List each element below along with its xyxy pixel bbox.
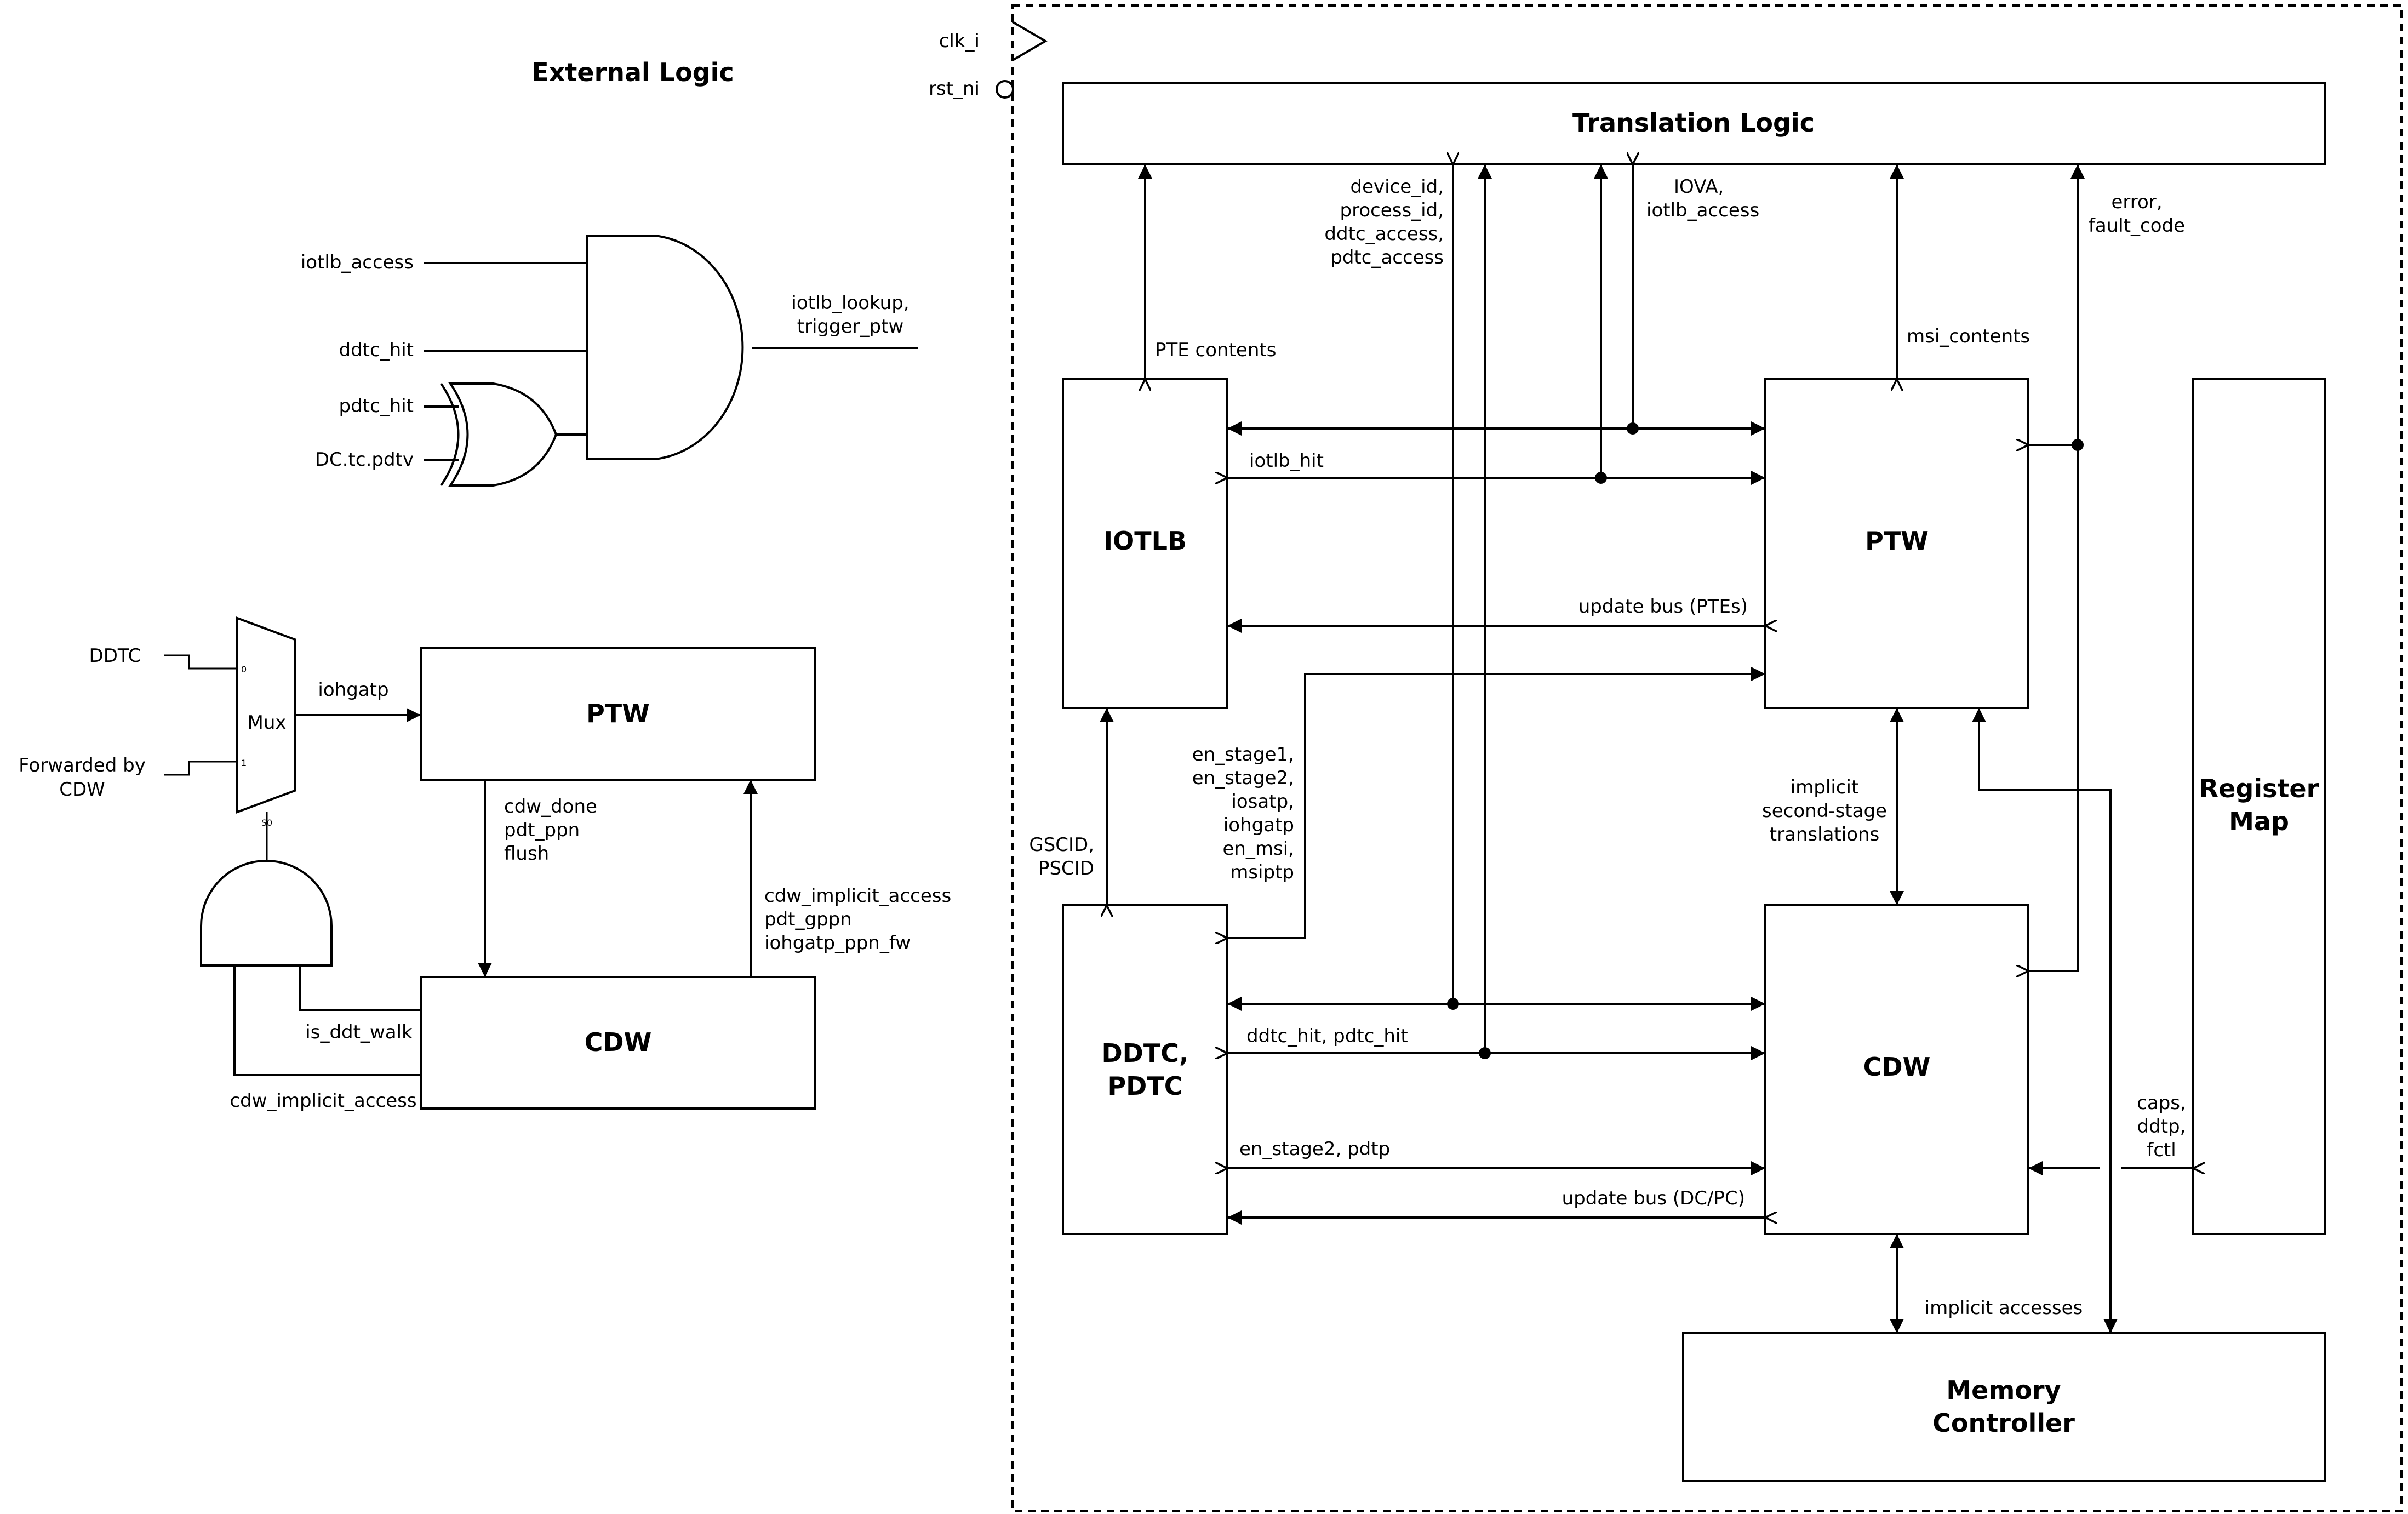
map-label: Map (2229, 807, 2289, 836)
wire-en-stage (1227, 674, 1765, 938)
label-update-dcpc: update bus (DC/PC) (1562, 1187, 1745, 1209)
memory-controller-box (1682, 1332, 2326, 1482)
label-iosatp: iosatp, (1231, 791, 1294, 813)
label-iohgatp-main: iohgatp (1223, 814, 1294, 836)
label-fctl: fctl (2147, 1139, 2176, 1161)
label-gscid: GSCID, (1029, 834, 1094, 856)
label-clk: clk_i (939, 30, 980, 52)
label-is-ddt-walk: is_ddt_walk (305, 1021, 413, 1043)
label-implicit-accesses: implicit accesses (1925, 1297, 2083, 1319)
label-flush: flush (504, 843, 549, 865)
label-en-msi: en_msi, (1222, 838, 1294, 860)
junction-ddtc-hit (1479, 1047, 1491, 1059)
label-iohgatp: iohgatp (318, 679, 388, 701)
label-forwarded-cdw: CDW (59, 779, 105, 801)
label-iova: IOVA, (1674, 176, 1724, 198)
label-caps: caps, (2137, 1092, 2186, 1114)
label-implicit: implicit (1791, 776, 1859, 798)
pdtc-label: PDTC (1107, 1071, 1182, 1101)
cdw-label: CDW (1863, 1052, 1931, 1082)
label-cdw-implicit-access: cdw_implicit_access (230, 1090, 416, 1112)
label-cdw-implicit: cdw_implicit_access (764, 885, 951, 907)
label-device-id: device_id, (1350, 176, 1444, 198)
wire-cdw-implicit (233, 965, 421, 1076)
label-msiptp: msiptp (1230, 861, 1294, 883)
label-pdtc-hit: pdtc_hit (339, 395, 414, 417)
label-update-ptes: update bus (PTEs) (1578, 596, 1748, 618)
label-pdt-ppn: pdt_ppn (504, 819, 580, 841)
ddtc-pdtc-box (1062, 904, 1228, 1235)
clock-symbol (1011, 21, 1048, 61)
label-ddtc-hit-main: ddtc_hit, pdtc_hit (1246, 1025, 1408, 1047)
mux-label: Mux (247, 712, 286, 734)
label-pte-contents: PTE contents (1155, 339, 1276, 361)
mux (236, 616, 296, 814)
iotlb-box (1062, 378, 1228, 709)
label-iotlb-hit: iotlb_hit (1249, 450, 1324, 472)
label-forwarded-by: Forwarded by (19, 755, 146, 776)
mux-pin-1: 1 (241, 758, 247, 768)
label-ddtc-mux: DDTC (89, 645, 141, 667)
junction-iotlb-hit (1595, 472, 1607, 484)
label-cdw-done: cdw_done (504, 796, 597, 818)
label-iotlb-access: iotlb_access (301, 252, 414, 273)
label-second-stage: second-stage (1762, 800, 1887, 822)
wire-ptw-memory (1972, 708, 2118, 1333)
label-process-id: process_id, (1340, 199, 1444, 221)
label-pscid: PSCID (1038, 858, 1094, 879)
wire-mux-in0 (164, 654, 237, 670)
wire-error-ptw (2028, 164, 2078, 445)
ext-ptw-label: PTW (586, 699, 650, 728)
label-en-stage1: en_stage1, (1192, 744, 1294, 765)
xor-gate (440, 382, 558, 487)
label-rst: rst_ni (929, 78, 980, 100)
ptw-label: PTW (1865, 526, 1929, 556)
iotlb-label: IOTLB (1103, 526, 1187, 556)
ext-cdw-box (420, 976, 816, 1110)
controller-label: Controller (1932, 1408, 2075, 1438)
and-gate (586, 235, 744, 460)
translation-logic-box (1062, 82, 2326, 165)
label-dc-tc-pdtv: DC.tc.pdtv (315, 449, 414, 471)
wire-error-cdw (2028, 445, 2079, 971)
label-ddtc-access: ddtc_access, (1324, 223, 1444, 245)
label-iotlb-access-main: iotlb_access (1646, 199, 1759, 221)
register-label: Register (2199, 774, 2319, 803)
label-en-stage2-pdtp: en_stage2, pdtp (1239, 1138, 1390, 1160)
small-and-gate (200, 860, 333, 967)
wire-mux-in1 (164, 761, 237, 776)
ddtc-label: DDTC, (1102, 1038, 1189, 1068)
junction-error (2072, 439, 2084, 451)
label-msi-contents: msi_contents (1907, 325, 2030, 347)
label-pdtc-access: pdtc_access (1330, 247, 1444, 268)
label-pdt-gppn: pdt_gppn (764, 909, 852, 930)
wire-is-ddt-walk (299, 965, 421, 1011)
ext-ptw-box (420, 647, 816, 781)
external-logic-title: External Logic (531, 58, 734, 87)
iommu-boundary (1011, 4, 2403, 1512)
label-error: error, (2111, 191, 2162, 213)
reset-bubble (996, 80, 1014, 99)
mux-pin-0: 0 (241, 664, 247, 675)
label-iohgatp-ppn-fw: iohgatp_ppn_fw (764, 932, 911, 954)
label-iotlb-lookup: iotlb_lookup, (791, 292, 909, 314)
label-ddtc-hit: ddtc_hit (339, 339, 414, 361)
label-fault-code: fault_code (2089, 215, 2185, 237)
junction-iova (1627, 422, 1639, 435)
memory-label: Memory (1946, 1375, 2061, 1405)
label-trigger-ptw: trigger_ptw (797, 316, 904, 338)
label-ddtp: ddtp, (2137, 1116, 2186, 1138)
label-translations: translations (1770, 824, 1880, 845)
ext-cdw-label: CDW (585, 1027, 652, 1057)
register-map-box (2192, 378, 2326, 1235)
ptw-box (1764, 378, 2029, 709)
junction-device-id (1447, 998, 1459, 1010)
translation-logic-label: Translation Logic (1572, 108, 1815, 138)
label-en-stage2: en_stage2, (1192, 767, 1294, 789)
